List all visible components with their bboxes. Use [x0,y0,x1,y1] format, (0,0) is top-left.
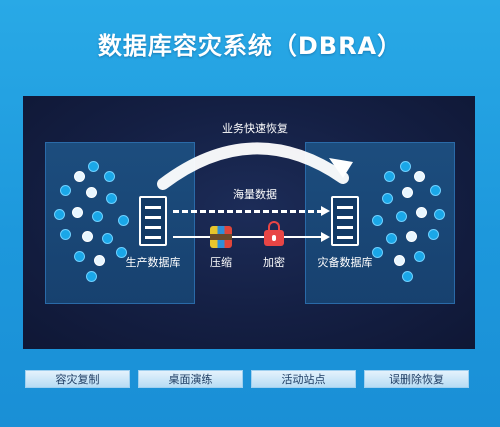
feature-button-active-site[interactable]: 活动站点 [251,370,356,388]
network-node-icon [402,187,413,198]
network-node-icon [74,171,85,182]
middle-label: 海量数据 [233,188,277,201]
network-node-icon [414,171,425,182]
network-node-icon [384,171,395,182]
arrow-head [321,232,330,242]
network-node-icon [118,215,129,226]
top-label: 业务快速恢复 [222,122,288,135]
network-node-icon [72,207,83,218]
network-node-icon [92,211,103,222]
diagram-panel: 业务快速恢复 海量数据 生产数据库 灾备数据库 压缩 加密 [23,96,475,349]
arrow-head [321,206,330,216]
network-node-icon [106,193,117,204]
network-node-icon [116,247,127,258]
transfer-line [173,236,323,238]
network-node-icon [430,185,441,196]
encrypt-label: 加密 [263,256,285,269]
network-node-icon [386,233,397,244]
recovery-arrow [157,142,353,190]
network-node-icon [396,211,407,222]
network-node-icon [86,187,97,198]
network-node-icon [102,233,113,244]
mass-data-arrow [173,210,323,213]
network-node-icon [414,251,425,262]
production-database-box [45,142,195,304]
network-node-icon [54,209,65,220]
network-node-icon [104,171,115,182]
network-node-icon [60,229,71,240]
network-node-icon [402,271,413,282]
network-node-icon [82,231,93,242]
network-node-icon [428,229,439,240]
network-node-icon [400,161,411,172]
network-node-icon [394,255,405,266]
feature-button-recovery[interactable]: 误删除恢复 [364,370,469,388]
network-node-icon [416,207,427,218]
page-title: 数据库容灾系统（DBRA） [97,32,403,60]
network-node-icon [382,193,393,204]
network-node-icon [74,251,85,262]
network-node-icon [372,247,383,258]
feature-button-drill[interactable]: 桌面演练 [138,370,243,388]
network-node-icon [434,209,445,220]
network-node-icon [406,231,417,242]
network-node-icon [60,185,71,196]
network-node-icon [94,255,105,266]
network-node-icon [88,161,99,172]
production-server-icon [139,196,167,246]
compress-icon [210,226,232,248]
feature-button-replication[interactable]: 容灾复制 [25,370,130,388]
network-node-icon [86,271,97,282]
network-node-icon [372,215,383,226]
backup-server-icon [331,196,359,246]
lock-icon [264,221,284,246]
compress-label: 压缩 [210,256,232,269]
production-database-label: 生产数据库 [125,256,181,269]
backup-database-label: 灾备数据库 [317,256,373,269]
